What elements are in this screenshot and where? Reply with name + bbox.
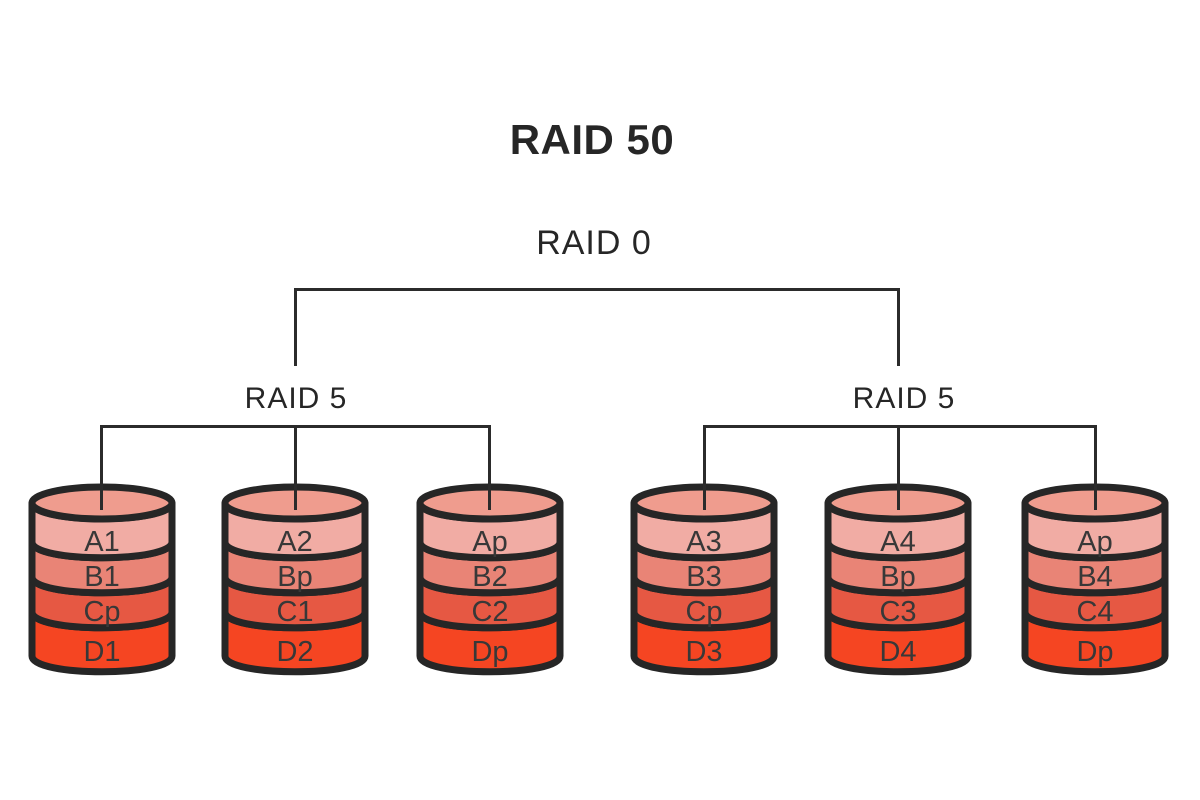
band-label: C3 xyxy=(879,596,916,628)
band-label: C4 xyxy=(1076,596,1113,628)
raid0-connector-left-drop xyxy=(294,288,297,366)
raid5-right-connector-horizontal xyxy=(703,425,1097,428)
band-label: A1 xyxy=(84,526,119,558)
disk-cylinder-icon: Ap B4 C4 Dp xyxy=(1021,483,1169,676)
disk-4: A3 B3 Cp D3 xyxy=(630,483,778,679)
disk-3: Ap B2 C2 Dp xyxy=(416,483,564,679)
disk-5: A4 Bp C3 D4 xyxy=(824,483,972,679)
raid5-left-drop-disk2 xyxy=(294,425,297,510)
raid5-right-drop-disk4 xyxy=(703,425,706,510)
band-label: C2 xyxy=(471,596,508,628)
band-label: D1 xyxy=(83,636,120,668)
raid5-left-drop-disk1 xyxy=(100,425,103,510)
disk-cylinder-icon: A4 Bp C3 D4 xyxy=(824,483,972,676)
band-label: D3 xyxy=(685,636,722,668)
disk-cylinder-icon: A2 Bp C1 D2 xyxy=(221,483,369,676)
disk-6: Ap B4 C4 Dp xyxy=(1021,483,1169,679)
raid5-right-drop-disk6 xyxy=(1094,425,1097,510)
band-label: A3 xyxy=(686,526,721,558)
raid0-connector-right-drop xyxy=(897,288,900,366)
band-label: Cp xyxy=(685,596,722,628)
raid0-connector-horizontal xyxy=(294,288,900,291)
band-label: A4 xyxy=(880,526,915,558)
band-label: Bp xyxy=(880,561,915,593)
raid5-left-label: RAID 5 xyxy=(244,382,348,415)
band-label: Dp xyxy=(1076,636,1113,668)
band-label: Ap xyxy=(472,526,507,558)
band-label: Bp xyxy=(277,561,312,593)
raid0-label: RAID 0 xyxy=(536,224,652,262)
band-label: Ap xyxy=(1077,526,1112,558)
band-label: Cp xyxy=(83,596,120,628)
band-label: C1 xyxy=(276,596,313,628)
band-label: B2 xyxy=(472,561,507,593)
disk-cylinder-icon: A3 B3 Cp D3 xyxy=(630,483,778,676)
raid5-right-drop-disk5 xyxy=(897,425,900,510)
band-label: A2 xyxy=(277,526,312,558)
band-label: B3 xyxy=(686,561,721,593)
band-label: B1 xyxy=(84,561,119,593)
band-label: Dp xyxy=(471,636,508,668)
raid5-right-label: RAID 5 xyxy=(852,382,956,415)
disk-1: A1 B1 Cp D1 xyxy=(28,483,176,679)
disk-2: A2 Bp C1 D2 xyxy=(221,483,369,679)
raid5-left-drop-disk3 xyxy=(488,425,491,510)
band-label: D4 xyxy=(879,636,916,668)
disk-cylinder-icon: A1 B1 Cp D1 xyxy=(28,483,176,676)
disk-cylinder-icon: Ap B2 C2 Dp xyxy=(416,483,564,676)
page-title: RAID 50 xyxy=(509,116,675,163)
band-label: B4 xyxy=(1077,561,1112,593)
band-label: D2 xyxy=(276,636,313,668)
